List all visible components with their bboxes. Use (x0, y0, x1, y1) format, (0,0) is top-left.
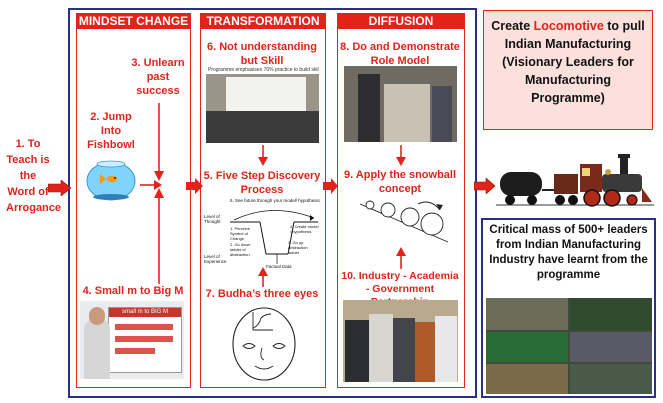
role-model-photo (344, 66, 457, 142)
arrow-mindset-to-transformation (186, 178, 203, 194)
level-experience-label: Level of Experience (204, 254, 227, 264)
locomotive-train (496, 154, 654, 207)
mindset-panel: MINDSET CHANGE (76, 13, 191, 388)
arrow-transformation-to-diffusion (323, 178, 338, 194)
slide-bar-3 (115, 348, 155, 354)
partnership-photo (343, 300, 458, 382)
ladder-lines (230, 210, 318, 264)
step8-role-model: 8. Do and Demonstrate Role Model (340, 41, 460, 67)
critical-mass-box: Critical mass of 500+ leaders from India… (481, 218, 656, 398)
transformation-title: TRANSFORMATION (201, 14, 325, 29)
slide-bars (115, 324, 173, 330)
step5-discovery: 5. Five Step Discovery Process (203, 170, 321, 196)
presenter-figure (84, 319, 110, 379)
person-5 (435, 316, 457, 382)
locomotive-box: Create Locomotive to pull Indian Manufac… (483, 10, 653, 130)
person-4 (415, 322, 435, 382)
photo-caption: Programme emphasises 70% practice to bui… (206, 67, 319, 74)
step2-fishbowl: 2. Jump Into Fishbowl (87, 111, 135, 151)
step7-up-arrow (258, 267, 268, 287)
locomotive-highlight: Locomotive (533, 19, 604, 33)
worker-figure (358, 74, 380, 142)
critical-mass-text: Critical mass of 500+ leaders from India… (489, 224, 648, 281)
step-4-label: 4. Create model / hypothesis (290, 224, 319, 234)
step9-snowball: 9. Apply the snowball concept (343, 169, 457, 195)
fishbowl-image (86, 160, 136, 201)
slide-board: small m to BIG M (108, 307, 182, 373)
left-note: 1. To Teach is the Word of Arrogance (6, 138, 62, 214)
slide-bar-2 (115, 336, 173, 342)
step7-budha: 7. Budha’s three eyes (205, 288, 319, 300)
output-arrow (474, 178, 496, 194)
step10-up-arrow (396, 247, 406, 269)
collage-photo-2 (570, 298, 652, 330)
collage-photo-5 (486, 364, 568, 394)
skill-photo: Programme emphasises 70% practice to bui… (206, 67, 319, 143)
collage-photo-1 (486, 298, 568, 330)
step3-unlearn: 3. Unlearn past success (131, 57, 185, 97)
mindset-title: MINDSET CHANGE (77, 14, 190, 29)
step4-up-arrow (154, 188, 164, 284)
worker-figure-2 (432, 86, 452, 142)
factual-data-label: Factual Data (266, 264, 292, 269)
locomotive-suffix: to pull Indian Manufacturing (Visionary … (502, 19, 645, 105)
step-3-label: 3. Go up abstraction ladder (288, 240, 308, 255)
collage-photo-4 (570, 332, 652, 362)
diffusion-title: DIFFUSION (338, 14, 464, 29)
slide-title: small m to BIG M (109, 308, 181, 317)
small-m-big-m-photo: small m to BIG M (80, 301, 184, 379)
person-1 (345, 320, 369, 382)
presenter-head (89, 307, 105, 325)
step3-down-arrow (154, 103, 164, 181)
person-3 (393, 318, 415, 382)
locomotive-prefix: Create (491, 19, 534, 33)
outer-frame (68, 8, 477, 398)
person-2 (369, 314, 393, 382)
step4-small-to-big: 4. Small m to Big M (82, 285, 184, 297)
people-group (206, 111, 319, 143)
step8-down-arrow (396, 145, 406, 166)
machine-frame (384, 84, 430, 142)
step-1-label: 1. Perceive Symbol of Change (230, 226, 251, 241)
transformation-panel: TRANSFORMATION (200, 13, 326, 388)
diagram-top-label: 5. See future through your model/ hypoth… (230, 198, 320, 203)
snowball-diagram (359, 200, 449, 243)
alumni-collage (486, 298, 652, 394)
diffusion-panel: DIFFUSION (337, 13, 465, 388)
step6-down-arrow (258, 145, 268, 166)
buddha-eyes-face (232, 307, 296, 381)
collage-photo-6 (570, 364, 652, 394)
step-2-label: 2. Go down ladder of abstraction (230, 242, 251, 257)
collage-photo-3 (486, 332, 568, 362)
input-arrow (48, 180, 72, 196)
level-thought-label: Level of Thought (204, 214, 221, 224)
five-step-diagram: 5. See future through your model/ hypoth… (204, 198, 322, 270)
step6-skill: 6. Not understanding but Skill (207, 41, 317, 67)
step2-right-arrow (140, 180, 162, 190)
